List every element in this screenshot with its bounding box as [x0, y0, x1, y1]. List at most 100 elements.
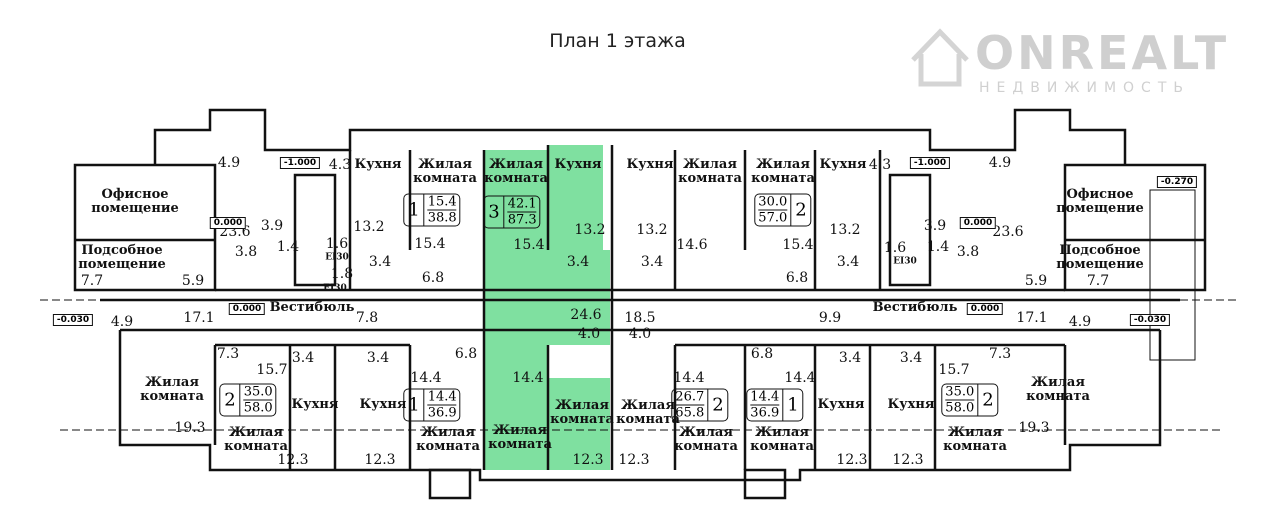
room-area-label: 17.1: [1016, 310, 1048, 326]
room-name-label: Кухня: [626, 157, 674, 172]
total-area: 65.8: [675, 405, 705, 421]
room-area-label: 3.8: [956, 244, 980, 260]
room-area-label: 7.3: [216, 346, 240, 362]
room-area-label: 3.4: [368, 254, 392, 270]
level-mark: 0.000: [959, 217, 997, 229]
room-count: 1: [787, 394, 799, 416]
room-area-label: 3.9: [923, 218, 947, 234]
room-area-label: 15.4: [414, 236, 446, 252]
room-area-label: 14.4: [784, 370, 816, 386]
living-area: 35.0: [243, 384, 273, 401]
total-area: 36.9: [427, 405, 457, 421]
room-name-label: Жилая комната: [943, 425, 1007, 454]
room-area-label: 12.3: [836, 452, 868, 468]
room-area-label: 12.3: [277, 452, 309, 468]
level-mark: -1.000: [909, 157, 951, 169]
room-count: 1: [408, 394, 420, 416]
room-name-label: Жилая комната: [616, 398, 680, 427]
room-area-label: 15.7: [256, 362, 288, 378]
level-mark: -0.030: [52, 314, 94, 326]
room-name-label: Кухня: [554, 157, 602, 172]
room-area-label: 5.9: [1024, 273, 1048, 289]
room-area-label: 12.3: [364, 452, 396, 468]
room-name-label: Жилая комната: [140, 375, 204, 404]
room-name-label: Жилая комната: [1026, 375, 1090, 404]
room-area-label: 1.8: [330, 266, 354, 282]
living-area: 26.7: [675, 389, 705, 406]
room-name-label: Кухня: [354, 157, 402, 172]
room-name-label: Кухня: [291, 397, 339, 412]
room-area-label: 4.9: [110, 314, 134, 330]
room-area-label: 14.4: [673, 370, 705, 386]
room-area-label: 3.4: [366, 350, 390, 366]
room-area-label: 9.9: [818, 310, 842, 326]
room-area-label: 4.9: [988, 155, 1012, 171]
room-area-label: 13.2: [636, 222, 668, 238]
room-area-label: 1.4: [276, 239, 300, 255]
room-area-label: 24.6: [570, 307, 602, 323]
room-area-label: 1.4: [926, 239, 950, 255]
room-area-label: 15.4: [782, 237, 814, 253]
room-name-label: Жилая комната: [750, 425, 814, 454]
room-name-label: Жилая комната: [751, 157, 815, 186]
room-area-label: 6.8: [785, 270, 809, 286]
room-count: 3: [488, 201, 500, 223]
room-name-label: Кухня: [817, 397, 865, 412]
room-name-label: Жилая комната: [488, 423, 552, 452]
room-area-label: 3.9: [260, 218, 284, 234]
room-area-label: 4.0: [628, 326, 652, 342]
plan-title: План 1 этажа: [549, 30, 686, 52]
room-area-label: 19.3: [1018, 420, 1050, 436]
room-area-label: 3.4: [899, 350, 923, 366]
room-name-label: Подсобное помещение: [1056, 243, 1144, 272]
room-area-label: 13.2: [353, 219, 385, 235]
room-count: 1: [408, 199, 420, 221]
room-area-label: 14.6: [676, 237, 708, 253]
room-area-label: 14.4: [512, 370, 544, 386]
living-area: 14.4: [427, 389, 457, 406]
living-area: 30.0: [758, 194, 788, 211]
level-mark: -1.000: [279, 157, 321, 169]
living-area: 14.4: [750, 389, 780, 406]
room-name-label: Жилая комната: [224, 425, 288, 454]
watermark-brand: ONREALT: [975, 26, 1230, 80]
room-area-label: 12.3: [618, 452, 650, 468]
fire-rating-label: EI30: [323, 283, 347, 294]
room-area-label: 6.8: [454, 346, 478, 362]
total-area: 36.9: [750, 405, 780, 421]
room-name-label: Кухня: [359, 397, 407, 412]
living-area: 15.4: [427, 194, 457, 211]
room-area-label: 6.8: [421, 270, 445, 286]
room-name-label: Жилая комната: [484, 157, 548, 186]
room-area-label: 3.4: [566, 254, 590, 270]
room-area-label: 7.7: [80, 273, 104, 289]
dimension-lines: [40, 189, 1240, 431]
room-area-label: 13.2: [574, 222, 606, 238]
living-area: 35.0: [945, 384, 975, 401]
room-area-label: 4.0: [577, 326, 601, 342]
level-mark: -0.270: [1156, 176, 1198, 188]
room-area-label: 17.1: [183, 310, 215, 326]
room-name-label: Кухня: [819, 157, 867, 172]
room-name-label: Офисное помещение: [91, 187, 179, 216]
watermark-subtitle: НЕДВИЖИМОСТЬ: [979, 80, 1190, 96]
room-area-label: 4.9: [1068, 314, 1092, 330]
room-area-label: 14.4: [410, 370, 442, 386]
room-area-label: 3.8: [234, 244, 258, 260]
room-area-label: 1.6: [325, 236, 349, 252]
room-area-label: 1.6: [883, 240, 907, 256]
total-area: 38.8: [427, 210, 457, 226]
room-area-label: 4.9: [217, 155, 241, 171]
room-area-label: 4.3: [328, 157, 352, 173]
total-area: 58.0: [243, 400, 273, 416]
room-name-label: Жилая комната: [674, 425, 738, 454]
